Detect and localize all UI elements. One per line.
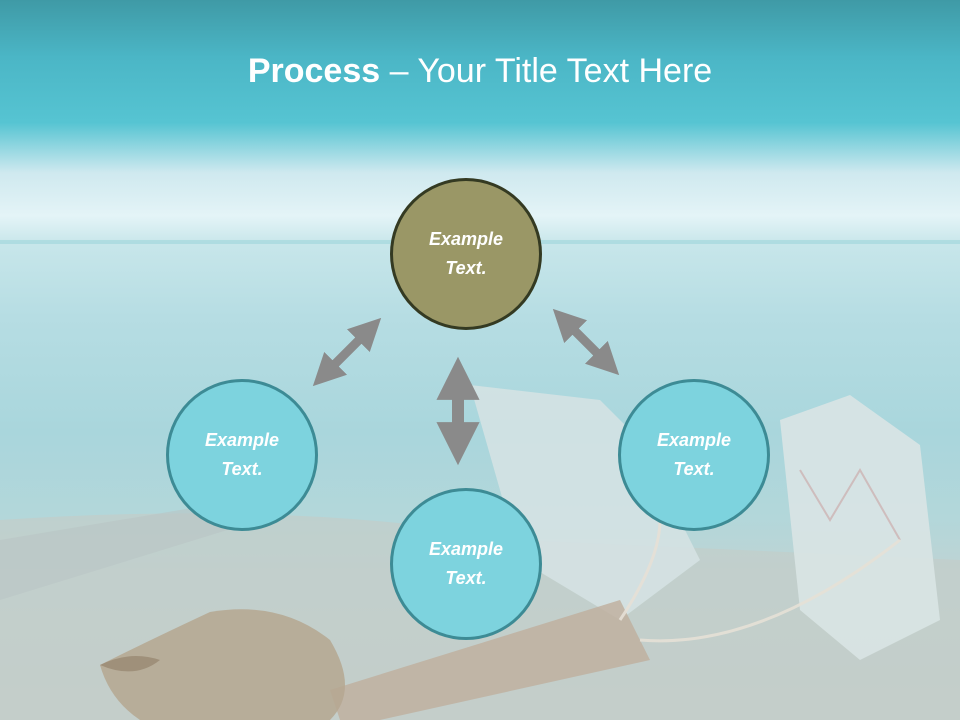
title-rest: – Your Title Text Here [380, 52, 713, 90]
node-left-label: Example Text. [204, 430, 280, 479]
node-right-label: Example Text. [656, 430, 732, 479]
title-bold: Process [247, 52, 381, 90]
node-top: Example Text. [390, 178, 542, 330]
node-bottom-label: Example Text. [428, 539, 504, 588]
slide-title: Process – Your Title Text Here [0, 52, 960, 91]
node-bottom: Example Text. [390, 488, 542, 640]
arrow-top-left [312, 317, 382, 387]
arrow-top-right [552, 308, 620, 376]
node-left: Example Text. [166, 379, 318, 531]
node-top-label: Example Text. [428, 229, 504, 278]
node-right: Example Text. [618, 379, 770, 531]
